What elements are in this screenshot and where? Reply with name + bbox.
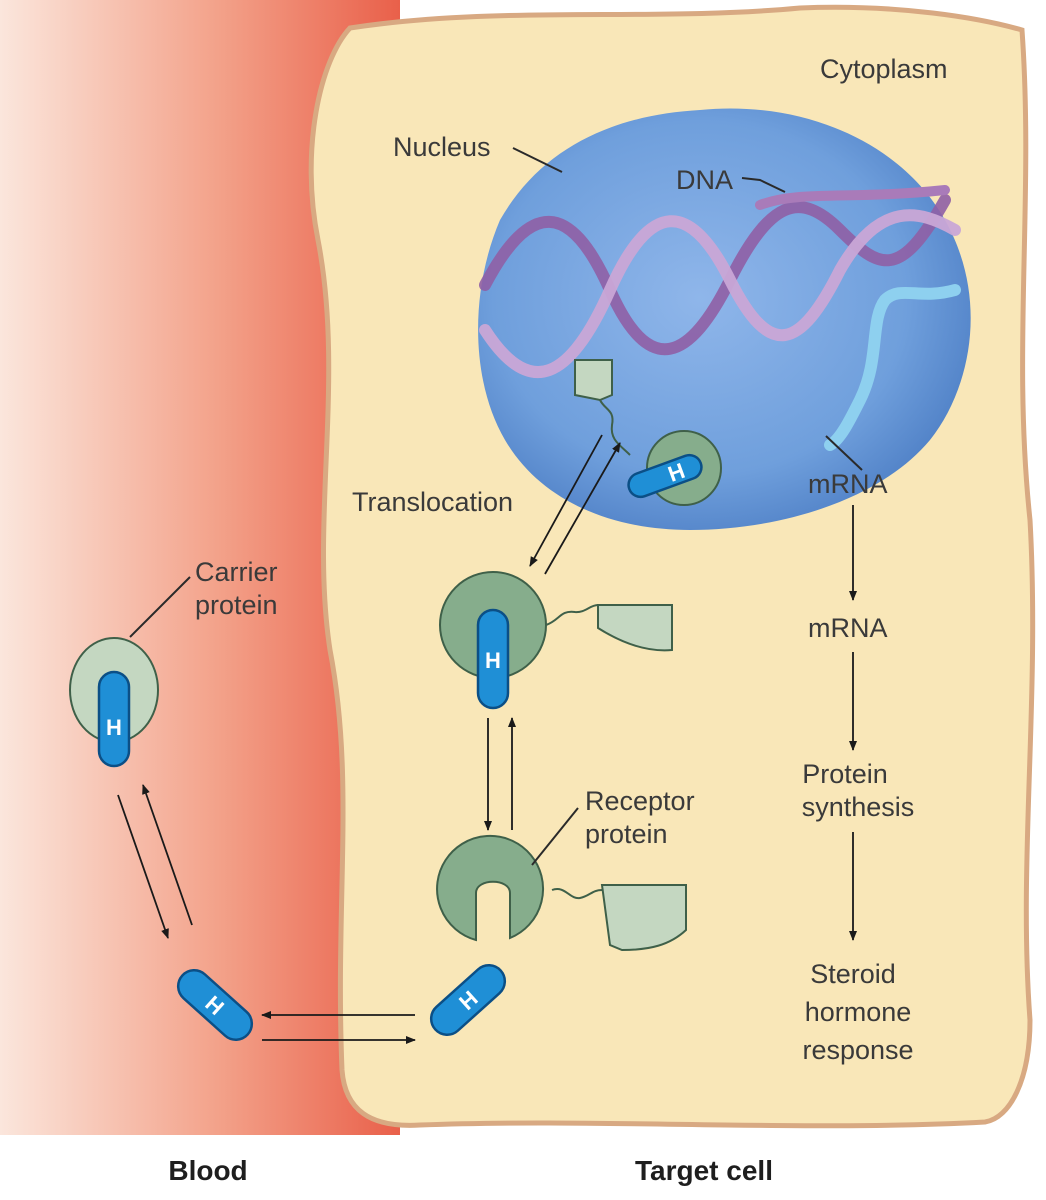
receptor-hormone-complex: H (439, 571, 673, 710)
dna-helix (479, 185, 961, 378)
arrows (117, 434, 857, 1044)
receptor-label-line2: protein (585, 819, 668, 849)
translocation-label: Translocation (352, 487, 513, 517)
hormone-in-blood: H (176, 969, 254, 1041)
receptor-label-line1: Receptor (585, 786, 695, 816)
mrna-nucleus-label: mRNA (808, 469, 888, 499)
hormone-in-cell: H (429, 964, 507, 1036)
hormone-letter: H (485, 648, 501, 673)
dna-label: DNA (676, 165, 733, 195)
carrier-label-line2: protein (195, 590, 278, 620)
dna-bound-receptor-complex: H (574, 359, 722, 506)
protein-synthesis-line2: synthesis (802, 792, 915, 822)
response-line3: response (802, 1035, 913, 1065)
blood-label: Blood (168, 1155, 247, 1186)
target-cell-label: Target cell (635, 1155, 773, 1186)
protein-synthesis-line1: Protein (802, 759, 888, 789)
carrier-protein: H (69, 637, 159, 768)
response-line1: Steroid (810, 959, 896, 989)
hormone-letter: H (106, 715, 122, 740)
carrier-label-line1: Carrier (195, 557, 278, 587)
response-line2: hormone (805, 997, 912, 1027)
mrna-strand (824, 284, 961, 451)
cytoplasm-label: Cytoplasm (820, 54, 948, 84)
mrna-cytoplasm-label: mRNA (808, 613, 888, 643)
nucleus-label: Nucleus (393, 132, 491, 162)
receptor-protein (436, 834, 687, 952)
leader-lines (129, 147, 863, 866)
